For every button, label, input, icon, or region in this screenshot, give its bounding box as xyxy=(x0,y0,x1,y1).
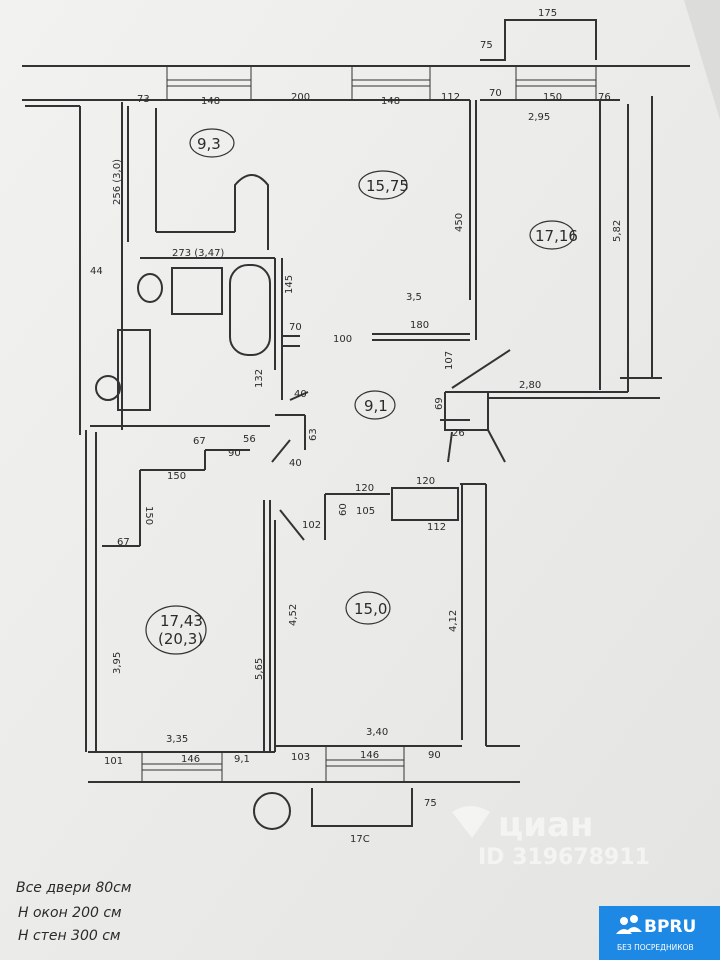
dimension-label: 200 xyxy=(291,92,310,103)
dimension-label: 120 xyxy=(416,476,435,487)
room-area-label: 9,1 xyxy=(364,397,388,415)
dimension-label: 2,95 xyxy=(528,112,550,123)
dimension-label: 9,1 xyxy=(234,754,250,765)
dimension-label: 40 xyxy=(294,389,307,400)
dimension-label: 67 xyxy=(117,537,130,548)
dimension-label: 145 xyxy=(284,275,295,294)
dimension-label: 5,65 xyxy=(254,658,265,680)
watermark-id: ID 319678911 xyxy=(478,845,650,870)
note-line: Все двери 80см xyxy=(16,880,132,896)
dimension-label: 150 xyxy=(143,506,154,525)
note-line: Н окон 200 см xyxy=(18,905,122,921)
room-area-sub-label: (20,3) xyxy=(158,630,203,648)
dimension-label: 148 xyxy=(381,96,400,107)
dimension-label: 148 xyxy=(201,96,220,107)
room-areas: 9,3 15,75 17,16 9,1 17,43 (20,3) 15,0 xyxy=(145,128,578,655)
dimension-label: 75 xyxy=(480,40,493,51)
dimension-label: 102 xyxy=(302,520,321,531)
dimension-label: 3,35 xyxy=(166,734,188,745)
people-icon xyxy=(616,915,642,934)
dimension-label: 90 xyxy=(428,750,441,761)
dimension-label: 150 xyxy=(543,92,562,103)
dimension-label: 70 xyxy=(289,322,302,333)
dimension-label: 112 xyxy=(427,522,446,533)
dimension-label: 150 xyxy=(167,471,186,482)
dimension-label: 40 xyxy=(289,458,302,469)
windows xyxy=(141,65,597,783)
dimension-label: 107 xyxy=(444,351,455,370)
dimension-label: 69 xyxy=(434,397,445,410)
dimension-label: 146 xyxy=(181,754,200,765)
dimension-label: 2,80 xyxy=(519,380,541,391)
dimension-label: 120 xyxy=(355,483,374,494)
dimension-label: 175 xyxy=(538,8,557,19)
handwritten-notes: Все двери 80см Н окон 200 см Н стен 300 … xyxy=(16,880,132,944)
dimension-label: 4,52 xyxy=(288,604,299,626)
logo-tagline: БЕЗ ПОСРЕДНИКОВ xyxy=(617,943,694,952)
room-area-label: 9,3 xyxy=(197,135,221,153)
bpru-logo-badge: BPRU БЕЗ ПОСРЕДНИКОВ xyxy=(599,906,720,960)
dimension-label: 70 xyxy=(489,88,502,99)
logo-name: BPRU xyxy=(644,917,696,937)
dimension-label: 5,82 xyxy=(612,220,623,242)
note-line: Н стен 300 см xyxy=(18,928,121,944)
dimension-label: 90 xyxy=(228,448,241,459)
dimension-label: 63 xyxy=(308,428,319,441)
dimension-label: 105 xyxy=(356,506,375,517)
dimension-label: 3,5 xyxy=(406,292,422,303)
dimension-label: 146 xyxy=(360,750,379,761)
walls xyxy=(22,19,690,830)
dimension-label: 273 (3,47) xyxy=(172,248,224,259)
watermark: циан ID 319678911 xyxy=(452,805,650,870)
room-area-label: 15,0 xyxy=(354,600,387,618)
dimension-labels: 175 75 73 148 200 148 112 70 150 76 2,95… xyxy=(90,8,623,845)
dimension-label: 132 xyxy=(254,369,265,388)
dimension-label: 56 xyxy=(243,434,256,445)
room-area-label: 15,75 xyxy=(366,177,409,195)
dimension-label: 180 xyxy=(410,320,429,331)
room-area-label: 17,43 xyxy=(160,612,203,630)
dimension-label: 101 xyxy=(104,756,123,767)
dimension-label: 73 xyxy=(137,94,150,105)
dimension-label: 450 xyxy=(454,213,465,232)
dimension-label: 103 xyxy=(291,752,310,763)
dimension-label: 3,95 xyxy=(112,652,123,674)
dimension-label: 26 xyxy=(452,428,465,439)
dimension-label: 76 xyxy=(598,92,611,103)
dimension-label: 4,12 xyxy=(448,610,459,632)
cian-logo-icon xyxy=(452,806,490,838)
dimension-label: 75 xyxy=(424,798,437,809)
dimension-label: 17С xyxy=(350,834,370,845)
dimension-label: 67 xyxy=(193,436,206,447)
dimension-label: 100 xyxy=(333,334,352,345)
dimension-label: 256 (3,0) xyxy=(112,159,123,205)
dimension-label: 44 xyxy=(90,266,103,277)
watermark-brand: циан xyxy=(498,805,593,845)
dimension-label: 60 xyxy=(338,503,349,516)
dimension-label: 112 xyxy=(441,92,460,103)
dimension-label: 3,40 xyxy=(366,727,388,738)
room-area-label: 17,16 xyxy=(535,227,578,245)
